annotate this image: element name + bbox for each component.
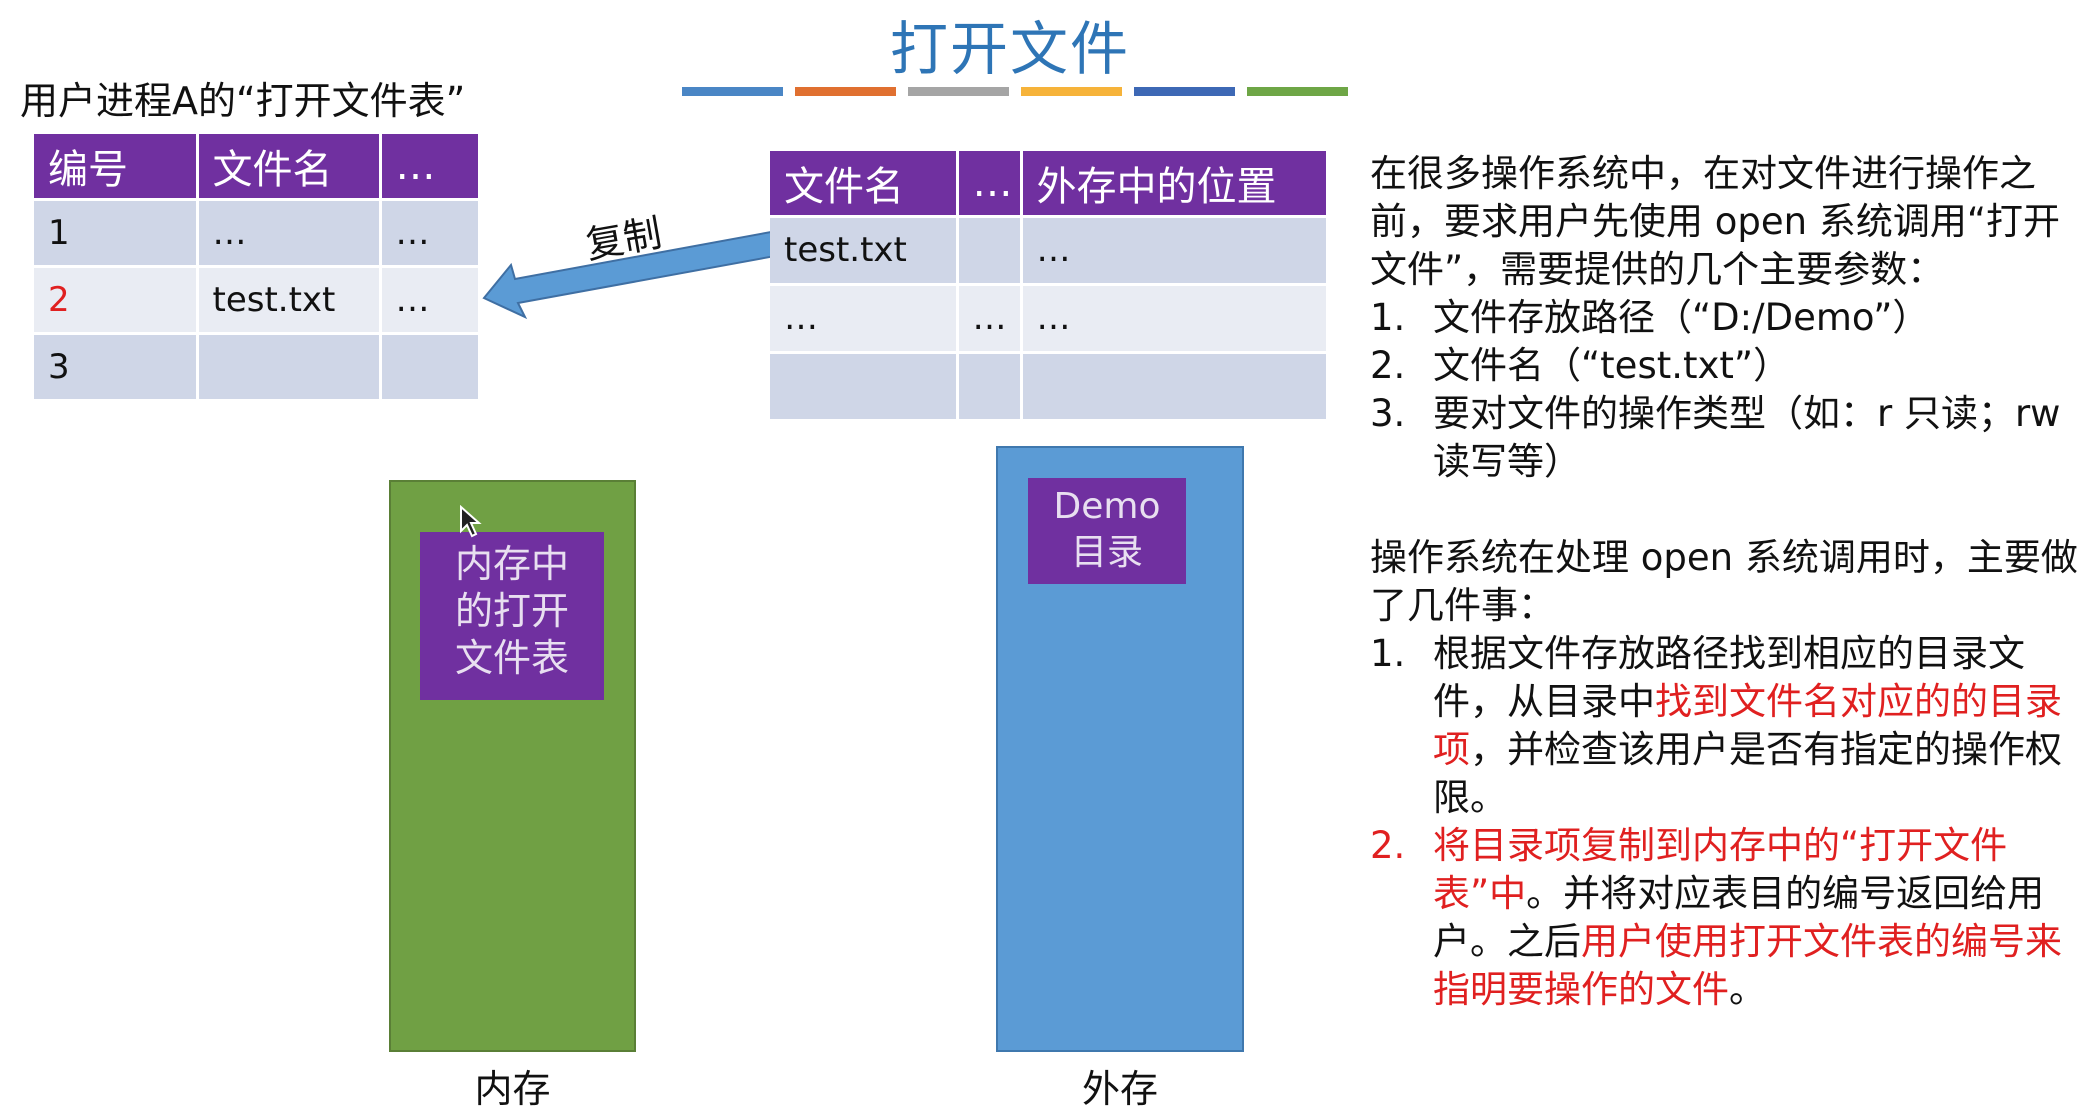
os-intro: 操作系统在处理 open 系统调用时，主要做了几件事： [1370,536,2078,627]
explanation-panel: 在很多操作系统中，在对文件进行操作之前，要求用户先使用 open 系统调用“打开… [1370,150,2080,1014]
process-table-cell: 3 [34,333,199,402]
list-item: 2. 将目录项复制到内存中的“打开文件表”中。并将对应表目的编号返回给用户。之后… [1370,822,2080,1014]
mouse-cursor-icon [460,505,482,538]
process-table-header-filename: 文件名 [197,134,382,201]
dir-table-header-location: 外存中的位置 [1021,151,1329,218]
dir-table-cell: … [770,284,959,354]
memory-label: 内存 [474,1067,551,1111]
step-2-highlight: 用户使用打开文件表的编号来指明要操作的文件 [1433,920,2062,1011]
process-table-cell: … [380,266,481,335]
table-row [770,352,1329,422]
table-row: test.txt … [770,216,1329,286]
copy-arrow [482,228,788,320]
dir-table-cell [957,216,1023,286]
process-table-cell [380,333,481,402]
list-text: 文件存放路径（“D:/Demo”） [1433,296,1930,339]
dir-table-cell [770,352,959,422]
table-row: 2 test.txt … [34,266,481,335]
step-2-highlight: 将目录项复制到内存中的“打开文件表”中 [1433,824,2008,915]
process-table-caption: 用户进程A的“打开文件表” [20,79,466,123]
dir-table-cell: test.txt [770,216,959,286]
dir-table-cell [957,352,1023,422]
steps-list: 1. 根据文件存放路径找到相应的目录文件，从目录中找到文件名对应的的目录项，并检… [1370,630,2080,1014]
params-list: 1. 文件存放路径（“D:/Demo”） 2. 文件名（“test.txt”） … [1370,294,2080,486]
table-row: … … … [770,284,1329,354]
step-2-part: 。 [1729,968,1766,1011]
color-bar-1 [682,87,783,96]
list-number: 1. [1370,632,1406,675]
table-row: 1 … … [34,199,481,268]
step-1-part: ，并检查该用户是否有指定的操作权限。 [1433,728,2062,819]
step-2-part: 。并将对应表目的编号返回给用户。之后 [1433,872,2045,963]
list-item: 1. 文件存放路径（“D:/Demo”） [1370,294,2080,342]
process-table-cell: test.txt [197,266,382,335]
color-bar-3 [908,87,1009,96]
list-item: 1. 根据文件存放路径找到相应的目录文件，从目录中找到文件名对应的的目录项，并检… [1370,630,2080,822]
memory-box-line: 的打开 [454,589,569,633]
process-table-header-id: 编号 [34,134,199,201]
dir-table-cell: … [1021,284,1329,354]
disk-box-line: Demo [1053,486,1161,527]
color-bar-4 [1021,87,1122,96]
step-1-part: 根据文件存放路径找到相应的目录文件，从目录中 [1433,632,2025,723]
disk-box-line: 目录 [1070,532,1143,573]
list-number: 1. [1370,296,1406,339]
slide-title: 打开文件 [889,15,1130,83]
process-table-cell: … [197,199,382,268]
process-table-cell: 2 [34,266,199,335]
list-text: 文件名（“test.txt”） [1433,344,1791,387]
color-bar-5 [1134,87,1235,96]
process-table-cell: 1 [34,199,199,268]
color-bar-2 [795,87,896,96]
process-table-cell [197,333,382,402]
demo-directory-box: Demo 目录 [1028,478,1186,584]
list-item: 2. 文件名（“test.txt”） [1370,342,2080,390]
list-number: 3. [1370,392,1406,435]
dir-table-header-more: … [957,151,1023,218]
memory-box-line: 内存中 [454,542,569,586]
list-text: 要对文件的操作类型（如：r 只读；rw 读写等） [1433,392,2061,483]
memory-box-line: 文件表 [454,636,569,680]
process-table-cell: … [380,199,481,268]
explanation-intro: 在很多操作系统中，在对文件进行操作之前，要求用户先使用 open 系统调用“打开… [1370,152,2061,291]
process-table-header-more: … [380,134,481,201]
dir-table-cell: … [957,284,1023,354]
step-1-text: 根据文件存放路径找到相应的目录文件，从目录中找到文件名对应的的目录项，并检查该用… [1433,630,2080,822]
list-item: 3. 要对文件的操作类型（如：r 只读；rw 读写等） [1370,390,2080,486]
dir-table-cell [1021,352,1329,422]
list-number: 2. [1370,824,1406,867]
memory-open-file-table-box: 内存中 的打开 文件表 [420,532,604,700]
process-open-file-table: 编号 文件名 … 1 … … 2 test.txt … 3 [34,134,481,402]
directory-table: 文件名 … 外存中的位置 test.txt … … … … [770,151,1329,422]
disk-label: 外存 [1081,1067,1158,1111]
dir-table-cell: … [1021,216,1329,286]
copy-arrow-shape [482,228,788,320]
color-bar-6 [1247,87,1348,96]
dir-table-header-filename: 文件名 [770,151,959,218]
list-number: 2. [1370,344,1406,387]
step-2-text: 将目录项复制到内存中的“打开文件表”中。并将对应表目的编号返回给用户。之后用户使… [1433,822,2080,1014]
step-1-highlight: 找到文件名对应的的目录项 [1433,680,2062,771]
table-row: 3 [34,333,481,402]
